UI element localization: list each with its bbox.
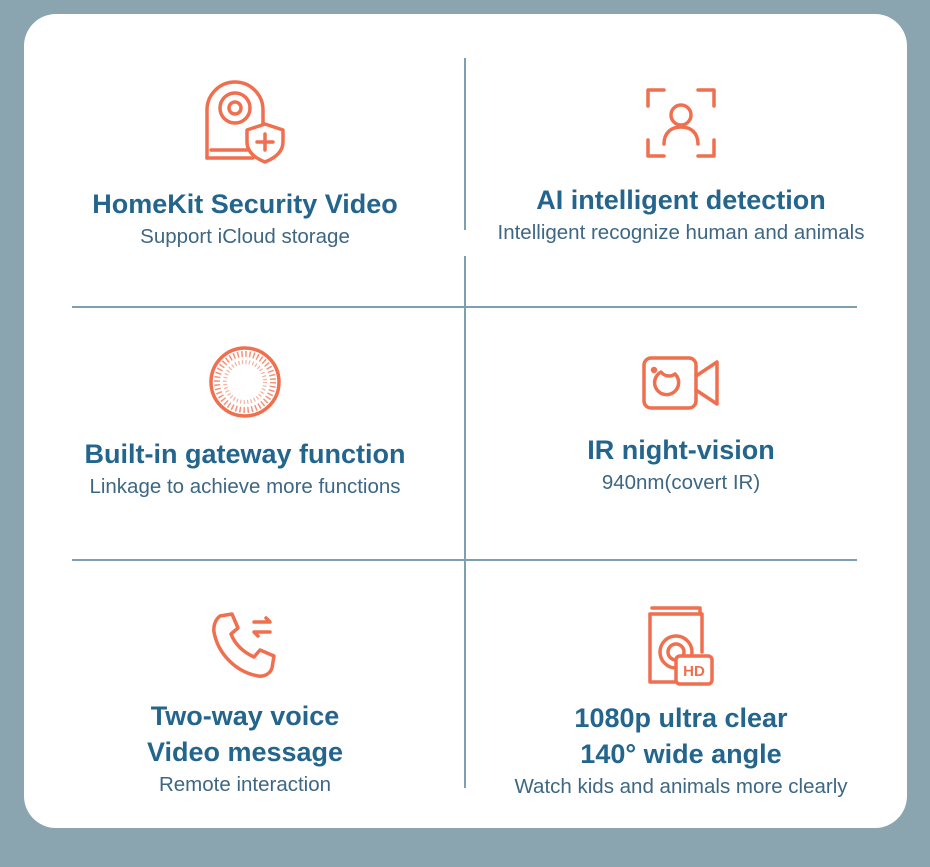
feature-description: Intelligent recognize human and animals bbox=[497, 221, 865, 244]
feature-night-vision: IR night-vision 940nm(covert IR) bbox=[474, 352, 888, 498]
feature-title: Two-way voice bbox=[150, 701, 340, 731]
feature-title: HomeKit Security Video bbox=[92, 189, 398, 219]
gateway-icon bbox=[209, 346, 281, 418]
grid-divider-horizontal bbox=[72, 559, 857, 561]
feature-description: 940nm(covert IR) bbox=[601, 471, 761, 494]
grid-divider-vertical bbox=[464, 256, 466, 788]
feature-title-line2: Video message bbox=[146, 737, 344, 767]
grid-divider-horizontal bbox=[72, 306, 857, 308]
hd-camera-icon: HD bbox=[648, 606, 714, 686]
feature-title: Built-in gateway function bbox=[84, 439, 406, 469]
camera-shield-icon bbox=[205, 80, 285, 164]
feature-two-way-voice: Two-way voice Video message Remote inter… bbox=[44, 610, 446, 800]
feature-gateway: Built-in gateway function Linkage to ach… bbox=[44, 344, 446, 502]
night-vision-camera-icon bbox=[642, 356, 719, 410]
feature-description: Remote interaction bbox=[158, 773, 332, 796]
feature-title: IR night-vision bbox=[587, 435, 775, 465]
feature-title: AI intelligent detection bbox=[536, 185, 826, 215]
face-detection-icon bbox=[646, 88, 716, 158]
feature-title: 1080p ultra clear bbox=[574, 703, 788, 733]
feature-1080p: HD 1080p ultra clear 140° wide angle Wat… bbox=[474, 604, 888, 802]
feature-description: Support iCloud storage bbox=[140, 225, 350, 248]
feature-description: Linkage to achieve more functions bbox=[89, 475, 401, 498]
features-card: HomeKit Security Video Support iCloud st… bbox=[24, 14, 907, 828]
grid-divider-vertical bbox=[464, 58, 466, 230]
feature-homekit: HomeKit Security Video Support iCloud st… bbox=[44, 80, 446, 252]
phone-call-icon bbox=[212, 612, 276, 678]
feature-description: Watch kids and animals more clearly bbox=[514, 775, 848, 798]
feature-title-line2: 140° wide angle bbox=[580, 739, 782, 769]
svg-text:HD: HD bbox=[683, 663, 705, 680]
feature-ai-detection: AI intelligent detection Intelligent rec… bbox=[474, 86, 888, 248]
